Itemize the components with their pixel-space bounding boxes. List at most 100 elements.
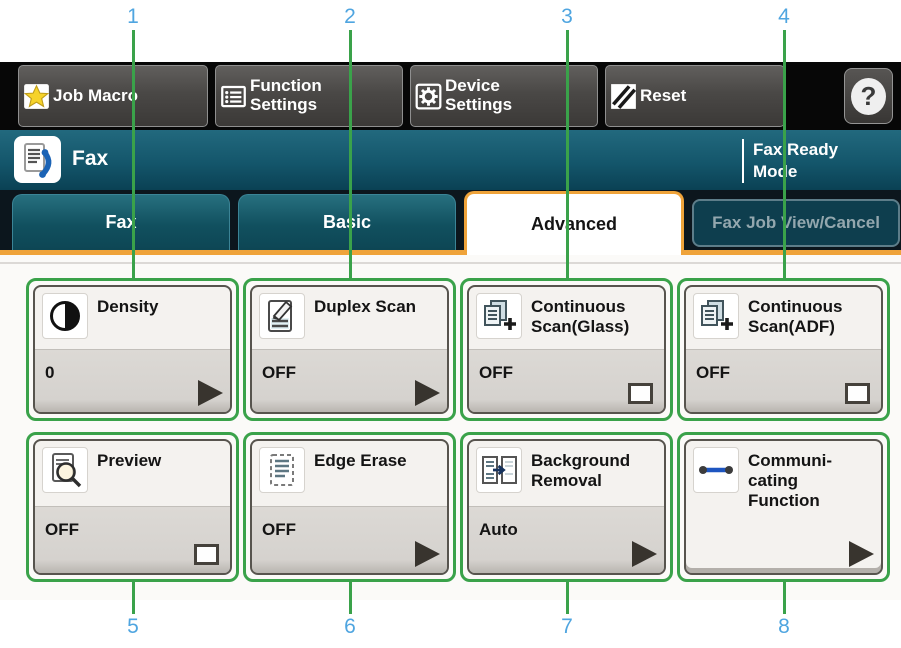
- help-icon: ?: [851, 77, 886, 115]
- fax-title-bar: Fax Fax Ready Mode: [0, 130, 901, 190]
- setting-value: OFF: [262, 520, 296, 539]
- topbar-button-icon: [23, 83, 50, 110]
- callout-number: 8: [778, 615, 790, 638]
- callout: 6: [328, 582, 372, 640]
- topbar-button[interactable]: Reset: [605, 65, 785, 127]
- callout-number: 5: [127, 615, 139, 638]
- tab-accent-underline: [0, 250, 901, 255]
- setting-button-icon: [259, 293, 305, 339]
- callout: 7: [545, 582, 589, 640]
- topbar-button[interactable]: Job Macro: [18, 65, 208, 127]
- callout-highlight-frame: Continuous Scan(ADF) OFF: [677, 278, 890, 421]
- setting-button-header: Continuous Scan(ADF): [686, 287, 881, 339]
- setting-button[interactable]: Continuous Scan(Glass) OFF: [467, 285, 666, 414]
- setting-button[interactable]: Density 0: [33, 285, 232, 414]
- setting-button[interactable]: Duplex Scan OFF: [250, 285, 449, 414]
- setting-button-label: Background Removal: [531, 451, 631, 491]
- setting-button-label: Continuous Scan(Glass): [531, 297, 630, 337]
- callout-number: 2: [344, 5, 356, 28]
- callout: 2: [328, 4, 372, 281]
- tab-label: Basic: [322, 212, 372, 232]
- callout-line: [782, 582, 786, 614]
- setting-button-icon: [42, 447, 88, 493]
- tab-label: Advanced: [530, 214, 618, 234]
- setting-button[interactable]: Preview OFF: [33, 439, 232, 575]
- page-title: Fax: [72, 147, 109, 170]
- setting-button-label: Communi- cating Function: [748, 451, 833, 511]
- setting-button[interactable]: Edge Erase OFF: [250, 439, 449, 575]
- setting-button-header: Continuous Scan(Glass): [469, 287, 664, 339]
- setting-value: OFF: [479, 363, 513, 382]
- tab-bar: Fax Basic Advanced Fax Job View/Cancel: [0, 190, 901, 255]
- setting-button-header: Background Removal: [469, 441, 664, 493]
- tab[interactable]: Basic: [238, 194, 456, 250]
- callout-line: [131, 30, 135, 281]
- checkbox-indicator: [628, 383, 653, 404]
- tab-label: Fax Job View/Cancel: [712, 213, 880, 232]
- setting-button-icon: [693, 447, 739, 493]
- tab-label: Fax: [105, 212, 137, 232]
- callout-number: 4: [778, 5, 790, 28]
- setting-value: Auto: [479, 520, 518, 539]
- arrow-indicator: [415, 541, 440, 567]
- help-button[interactable]: ?: [844, 68, 893, 124]
- setting-value-area: OFF: [252, 349, 447, 412]
- setting-button-label: Edge Erase: [314, 451, 407, 470]
- callout-line: [131, 582, 135, 614]
- setting-value-area: OFF: [252, 506, 447, 573]
- topbar-button-icon: [220, 83, 247, 110]
- topbar-button-label: Reset: [640, 85, 687, 105]
- arrow-indicator: [198, 380, 223, 406]
- topbar-button-strip: Job Macro Function Settings Device Setti…: [18, 65, 785, 127]
- setting-button-icon: [476, 447, 522, 493]
- setting-value: OFF: [262, 363, 296, 382]
- topbar-button-icon: [610, 83, 637, 110]
- callout-highlight-frame: Density 0: [26, 278, 239, 421]
- callout-line: [782, 30, 786, 281]
- checkbox-indicator: [845, 383, 870, 404]
- topbar-button[interactable]: Function Settings: [215, 65, 403, 127]
- setting-value-area: 0: [35, 349, 230, 412]
- callout: 4: [762, 4, 806, 281]
- callout-line: [565, 582, 569, 614]
- tab[interactable]: Fax: [12, 194, 230, 250]
- settings-grid: Density 0 Duplex Scan OFF: [26, 278, 890, 582]
- top-bar: Job Macro Function Settings Device Setti…: [0, 62, 901, 130]
- setting-value: 0: [45, 363, 55, 382]
- setting-button-header: Duplex Scan: [252, 287, 447, 339]
- arrow-indicator: [632, 541, 657, 567]
- callout-number: 1: [127, 5, 139, 28]
- setting-button[interactable]: Continuous Scan(ADF) OFF: [684, 285, 883, 414]
- callout-highlight-frame: Preview OFF: [26, 432, 239, 582]
- setting-button[interactable]: Background Removal Auto: [467, 439, 666, 575]
- callout-highlight-frame: Duplex Scan OFF: [243, 278, 456, 421]
- callout-highlight-frame: Background Removal Auto: [460, 432, 673, 582]
- setting-value-area: Auto: [469, 506, 664, 573]
- setting-button-header: Edge Erase: [252, 441, 447, 493]
- callout-highlight-frame: Communi- cating Function: [677, 432, 890, 582]
- content-divider: [0, 262, 901, 264]
- setting-button-icon: [476, 293, 522, 339]
- arrow-indicator: [849, 541, 874, 567]
- setting-button-icon: [693, 293, 739, 339]
- topbar-button-icon: [415, 83, 442, 110]
- tab[interactable]: Fax Job View/Cancel: [692, 199, 900, 247]
- callout: 3: [545, 4, 589, 281]
- tab[interactable]: Advanced: [464, 191, 684, 255]
- callout: 5: [111, 582, 155, 640]
- setting-button-label: Continuous Scan(ADF): [748, 297, 843, 337]
- setting-button-label: Density: [97, 297, 159, 316]
- fax-icon: [14, 136, 61, 183]
- arrow-indicator: [415, 380, 440, 406]
- status-text: Fax Ready Mode: [742, 139, 838, 183]
- setting-value: OFF: [45, 520, 79, 539]
- callout-highlight-frame: Continuous Scan(Glass) OFF: [460, 278, 673, 421]
- callout-line: [348, 30, 352, 281]
- setting-button-icon: [259, 447, 305, 493]
- callout: 1: [111, 4, 155, 281]
- setting-button[interactable]: Communi- cating Function: [684, 439, 883, 575]
- setting-value: OFF: [696, 363, 730, 382]
- setting-button-label: Preview: [97, 451, 162, 470]
- topbar-button-label: Job Macro: [53, 85, 139, 105]
- setting-button-header: Communi- cating Function: [686, 441, 881, 511]
